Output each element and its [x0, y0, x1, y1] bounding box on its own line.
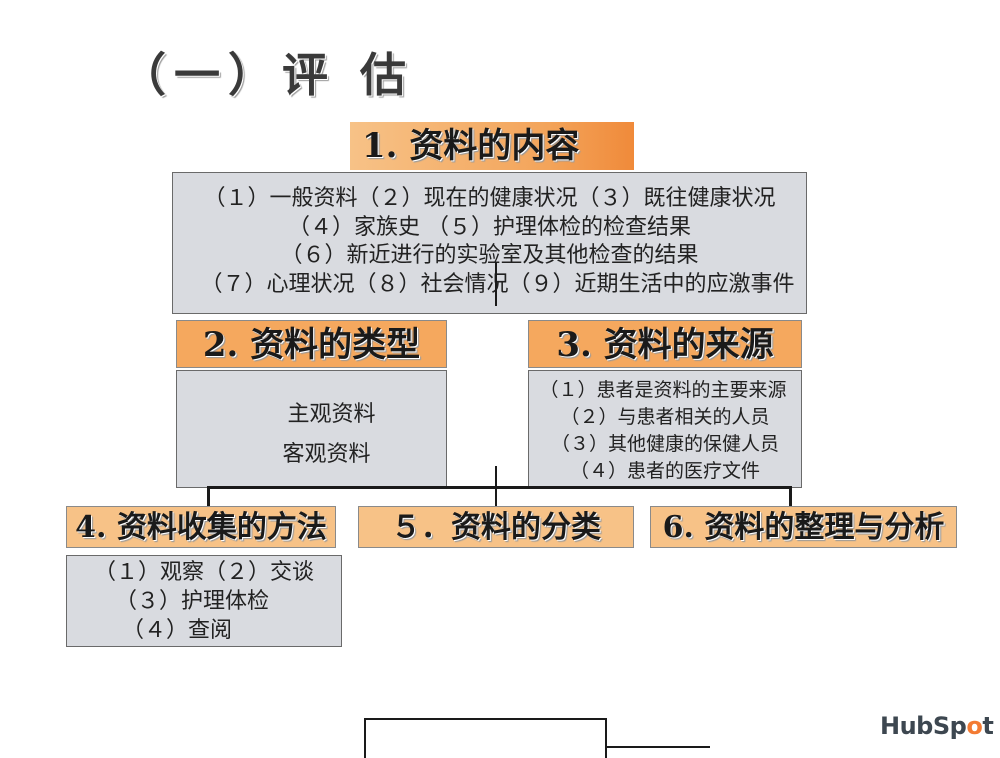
methods-box: （１）观察（２）交谈 （３）护理体检 （４）查阅 — [66, 555, 342, 647]
sources-box: （１）患者是资料的主要来源 （２）与患者相关的人员 （３）其他健康的保健人员 （… — [528, 370, 802, 488]
types-heading: 2. 资料的类型 — [176, 320, 447, 368]
connector-line — [208, 486, 792, 489]
sources-line: （２）与患者相关的人员 — [560, 406, 770, 428]
sources-line: （１）患者是资料的主要来源 — [539, 379, 787, 401]
types-line: 主观资料 — [287, 402, 376, 427]
sources-heading: 3. 资料的来源 — [528, 320, 802, 368]
content-line: （７）心理状况（８）社会情况（９）近期生活中的应激事件 — [200, 271, 795, 297]
types-box: 主观资料 客观资料 — [176, 370, 447, 488]
sources-line: （４）患者的医疗文件 — [569, 460, 760, 482]
content-line: （４）家族史 （５）护理体检的检查结果 — [288, 214, 691, 240]
sources-line: （３）其他健康的保健人员 — [550, 433, 779, 455]
connector-line — [789, 486, 792, 506]
methods-heading: 4. 资料收集的方法 — [66, 506, 336, 548]
content-box: （１）一般资料（２）现在的健康状况（３）既往健康状况 （４）家族史 （５）护理体… — [172, 172, 807, 314]
connector-line — [606, 746, 710, 748]
content-line: （１）一般资料（２）现在的健康状况（３）既往健康状况 — [203, 186, 776, 211]
connector-line — [207, 486, 210, 506]
content-heading: 1. 资料的内容 — [350, 122, 634, 170]
methods-line: （１）观察（２）交谈 — [93, 560, 314, 585]
hubspot-logo: HubSpot — [880, 712, 994, 740]
page-title: （一）评 估 — [120, 48, 415, 102]
types-line: 客观资料 — [282, 442, 371, 467]
methods-line: （４）查阅 — [122, 618, 233, 643]
methods-line: （３）护理体检 — [114, 589, 269, 614]
analysis-heading: 6. 资料的整理与分析 — [650, 506, 957, 548]
connector-line — [495, 262, 497, 306]
content-line: （６）新近进行的实验室及其他检查的结果 — [280, 243, 699, 268]
bottom-outline-box — [364, 718, 607, 758]
classify-heading: ５．资料的分类 — [358, 506, 634, 548]
